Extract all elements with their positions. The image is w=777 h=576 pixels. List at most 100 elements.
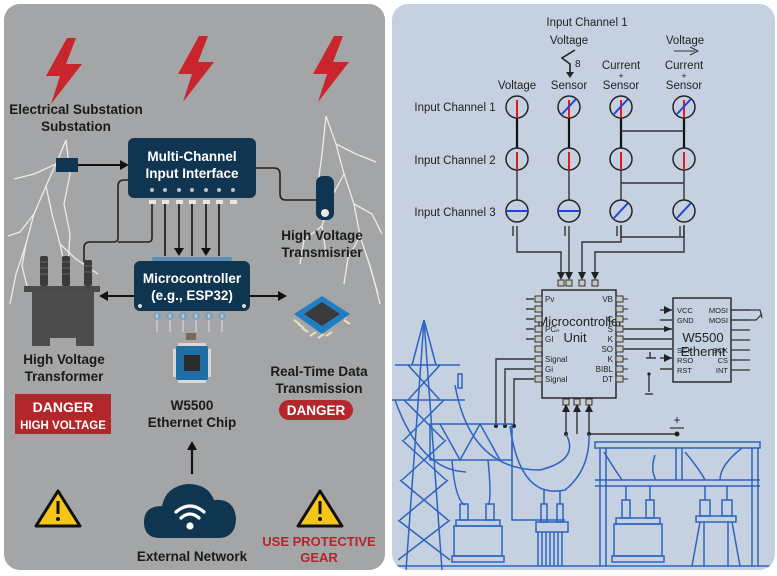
column-label-voltage-right: Voltage [666,35,704,47]
ethernet-chip-label: W5500 [171,398,214,413]
w5500-subtitle: Ethennt [681,344,726,359]
mcu-pin [534,315,543,323]
w5500-pin-label: MOSI [709,316,728,325]
lightning-bolt-icon [178,36,214,102]
channel-gauge-icon [505,199,529,223]
cloud-wifi-icon [144,484,236,538]
channel-gauge-icon [609,95,633,119]
mcu-pin [615,375,624,383]
mcu-pin [534,365,543,373]
mcu-pin-label: S [608,325,613,334]
w5500-pin-label: RSO [677,356,693,365]
mcu-pin-label: SO [601,345,613,354]
w5500-pin-label: CS [718,356,728,365]
svg-text:+: + [618,71,623,81]
high-voltage-transmitter-icon [316,176,334,220]
mcu-pin-label: K [608,355,614,364]
mcu-pin-label: Gi [545,365,553,374]
header-input-channel-label: Input Channel 1 [546,17,627,29]
mcu-subtitle: Unit [563,330,587,345]
lightning-strike-right-icon [299,115,383,305]
svg-text:HIGH VOLTAGE: HIGH VOLTAGE [20,420,106,432]
lightning-bolt-icon [313,36,349,102]
microcontroller-label: Microcontroller [143,271,242,286]
high-voltage-transformer-icon [24,256,100,346]
transmitter-sublabel: Transmisrier [281,245,363,260]
switch-digit: 8 [575,59,581,70]
w5500-pin-label: RST [677,366,692,375]
header-voltage-label: Voltage [550,35,588,47]
w5500-pin-label: VCC [677,306,693,315]
svg-text:Current: Current [665,60,704,72]
interface-label: Multi-Channel [147,149,236,164]
channel-gauge-icon [609,147,633,171]
mcu-pin-label: VB [602,295,613,304]
transformer-label: High Voltage [23,352,105,367]
microcontroller-sublabel: (e.g., ESP32) [151,288,233,303]
mcu-pin-label: GI [545,335,553,344]
channel-gauge-icon [609,199,633,223]
mcu-pin [534,355,543,363]
mcu-pin [615,345,624,353]
mcu-pin-label: BIBL [596,365,614,374]
microcontroller-board: Microcontroller (e.g., ESP32) [134,257,250,332]
processor-chip-icon [293,296,351,339]
multi-channel-input-interface: Multi-Channel Input Interface [128,138,256,204]
mcu-title: Microcontroller [537,314,623,329]
plus-terminal-label: + [673,413,680,427]
interface-sublabel: Input Interface [145,166,239,181]
w5500-pin-label: SCK [713,346,728,355]
w5500-pin-label: INT [716,366,729,375]
row-label-channel-3: Input Channel 3 [414,207,495,219]
mcu-pin [534,325,543,333]
mcu-pin [615,355,624,363]
substation-label: Electrical Substation [9,102,143,117]
protective-gear-warning-line2: GEAR [300,550,338,565]
lightning-bolt-icon [46,38,82,104]
channel-gauge-icon [557,199,581,223]
left-infographic-panel: Electrical Substation Substation Multi-C… [4,4,385,570]
column-label-sensor: Sensor [551,80,588,92]
sensor-block [56,158,78,172]
w5500-title: W5500 [682,330,723,345]
external-network-label: External Network [137,549,248,564]
mcu-pin [615,365,624,373]
right-schematic-panel: Input Channel 1 Voltage 8 Voltage Sensor… [392,4,775,570]
mcu-pin [534,295,543,303]
svg-text:DANGER: DANGER [33,399,94,415]
channel-gauge-icon [505,95,529,119]
crystal-icon [186,333,196,340]
ethernet-chip-sublabel: Ethernet Chip [148,415,237,430]
w5500-pin-label: GND [677,316,694,325]
realtime-sublabel: Transmission [275,381,362,396]
mcu-pin [534,305,543,313]
column-label-current: Current [602,60,641,72]
mcu-pin [534,375,543,383]
mcu-pin [534,345,543,353]
substation-sublabel: Substation [41,119,111,134]
svg-text:+: + [681,71,686,81]
danger-pill-badge: DANGER [279,400,353,420]
mcu-pin [534,335,543,343]
mcu-pin-label: Signal [545,355,567,364]
svg-text:DANGER: DANGER [287,403,346,418]
channel-gauge-icon [557,147,581,171]
substation-line-art [392,319,775,570]
mcu-pin [615,335,624,343]
microcontroller-unit-schematic: Microcontroller Unit PvPCₙGISignalGiSign… [534,279,628,406]
mcu-pin-label: Pv [545,295,554,304]
mcu-pin-label: K [608,335,614,344]
channel-gauge-grid [505,95,696,223]
warning-triangle-icon [296,489,344,528]
mcu-pin-label: DT [602,375,613,384]
column-label-current-sensor: Sensor [603,80,640,92]
w5500-ethernet-schematic: W5500 Ethennt VCCGNDSCKRSORSTMOSIMOSISCK… [672,297,750,383]
row-label-channel-1: Input Channel 1 [414,102,495,114]
transformer-sublabel: Transformer [25,369,105,384]
row-label-channel-2: Input Channel 2 [414,155,495,167]
column-label-voltage: Voltage [498,80,536,92]
mcu-pin [615,315,624,323]
transmitter-label: High Voltage [281,228,363,243]
mcu-pin-label: C [607,315,613,324]
danger-high-voltage-badge: DANGER HIGH VOLTAGE [15,394,111,434]
